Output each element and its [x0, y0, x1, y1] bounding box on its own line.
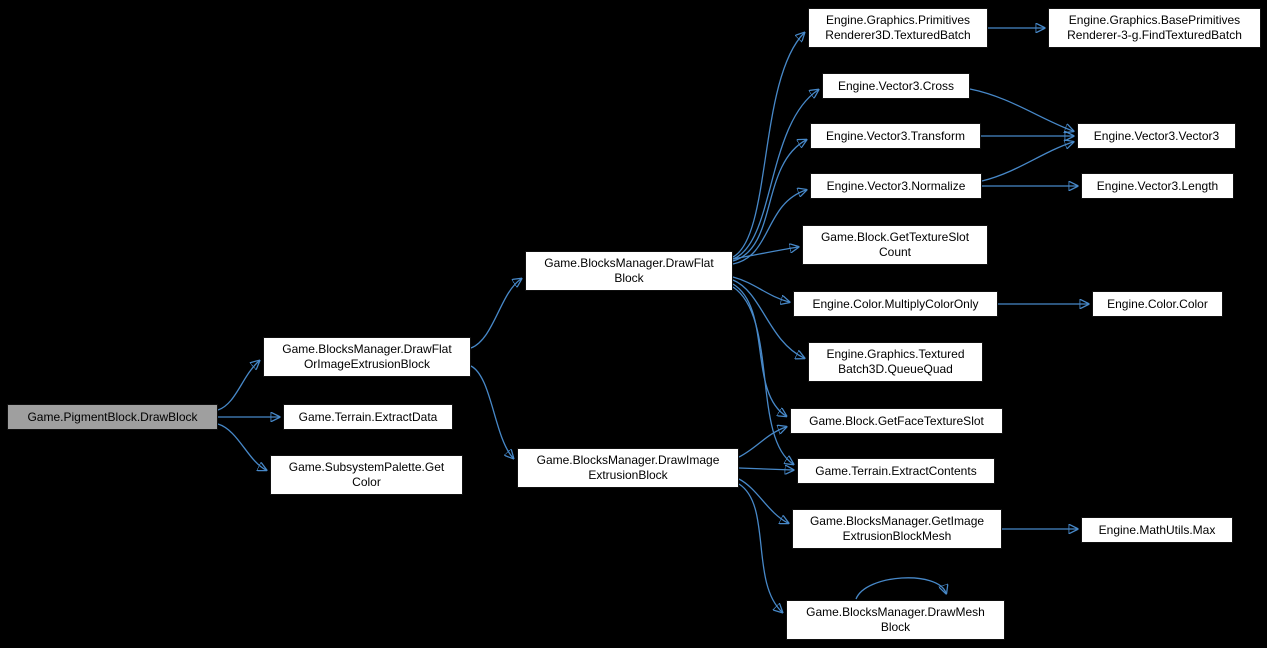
edge-drawflatblock-queuequad	[732, 279, 804, 358]
edge-drawimageextrusion-extractcontents	[738, 468, 793, 470]
node-find-textured-batch[interactable]: Engine.Graphics.BasePrimitives Renderer-…	[1048, 8, 1261, 48]
node-draw-mesh-block[interactable]: Game.BlocksManager.DrawMesh Block	[786, 600, 1005, 640]
edge-drawmeshblock-self	[855, 577, 946, 600]
node-get-image-extrusion-block-mesh[interactable]: Game.BlocksManager.GetImage ExtrusionBlo…	[792, 509, 1002, 549]
node-vector3-transform[interactable]: Engine.Vector3.Transform	[810, 123, 981, 149]
node-color-color[interactable]: Engine.Color.Color	[1092, 291, 1223, 317]
edge-drawflatorimage-drawflatblock	[470, 279, 521, 349]
node-vector3-normalize[interactable]: Engine.Vector3.Normalize	[810, 173, 982, 199]
edge-drawflatblock-texturedbatch	[732, 33, 804, 258]
node-math-utils-max[interactable]: Engine.MathUtils.Max	[1081, 517, 1233, 543]
node-extract-data[interactable]: Game.Terrain.ExtractData	[283, 404, 453, 430]
edge-drawflatblock-gettextureslotcount	[732, 247, 798, 260]
edge-drawflatblock-multiplycoloronly	[732, 276, 789, 302]
edge-drawflatblock-transform	[732, 140, 806, 262]
node-textured-batch[interactable]: Engine.Graphics.Primitives Renderer3D.Te…	[808, 8, 988, 48]
edge-drawimageextrusion-getfacetextureslot	[738, 427, 786, 458]
node-extract-contents[interactable]: Game.Terrain.ExtractContents	[797, 458, 995, 484]
node-get-face-texture-slot[interactable]: Game.Block.GetFaceTextureSlot	[790, 408, 1003, 434]
node-draw-block[interactable]: Game.PigmentBlock.DrawBlock	[7, 404, 218, 430]
edge-drawimageextrusion-getimageextrusionblockmesh	[738, 478, 788, 523]
edge-drawflatblock-getfacetextureslot	[732, 283, 786, 416]
node-queue-quad[interactable]: Engine.Graphics.Textured Batch3D.QueueQu…	[808, 342, 983, 382]
node-vector3-cross[interactable]: Engine.Vector3.Cross	[822, 73, 970, 99]
edge-drawflatblock-cross	[732, 90, 818, 260]
node-multiply-color-only[interactable]: Engine.Color.MultiplyColorOnly	[793, 291, 998, 317]
edge-drawblock-drawflatorimage	[217, 361, 259, 411]
node-vector3-length[interactable]: Engine.Vector3.Length	[1081, 173, 1234, 199]
edge-drawblock-getcolor	[217, 423, 266, 470]
node-draw-image-extrusion-block[interactable]: Game.BlocksManager.DrawImage ExtrusionBl…	[517, 448, 739, 488]
node-get-texture-slot-count[interactable]: Game.Block.GetTextureSlot Count	[802, 225, 988, 265]
node-get-color[interactable]: Game.SubsystemPalette.Get Color	[270, 455, 463, 495]
edge-normalize-vector3	[981, 142, 1073, 182]
edge-drawimageextrusion-drawmeshblock	[738, 483, 782, 612]
edge-drawflatblock-normalize	[732, 190, 806, 265]
edge-drawflatorimage-drawimageextrusion	[470, 365, 513, 458]
node-draw-flat-or-image-extrusion-block[interactable]: Game.BlocksManager.DrawFlat OrImageExtru…	[263, 337, 471, 377]
edge-drawflatblock-extractcontents	[732, 286, 793, 464]
node-draw-flat-block[interactable]: Game.BlocksManager.DrawFlat Block	[525, 251, 733, 291]
edge-cross-vector3	[969, 88, 1073, 131]
node-vector3-vector3[interactable]: Engine.Vector3.Vector3	[1077, 123, 1236, 149]
